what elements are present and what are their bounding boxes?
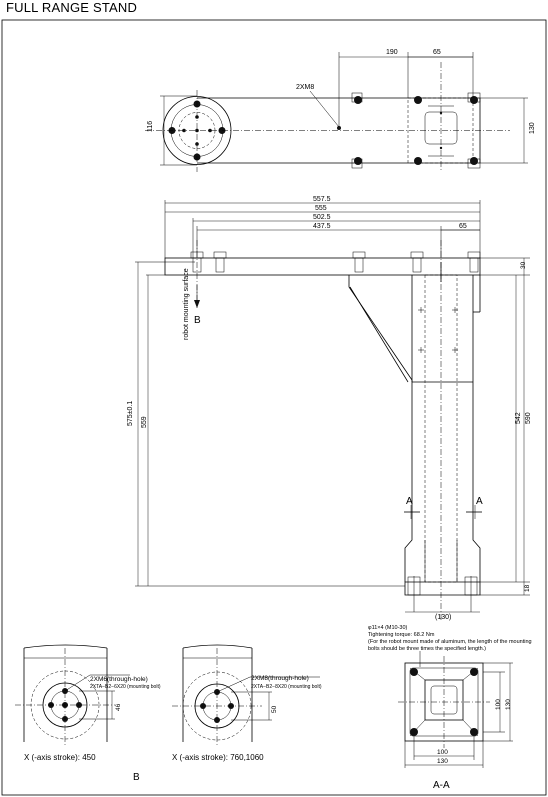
aa-note-2: Tightening torque: 68.2 Nm (368, 632, 435, 638)
label-aa: A-A (433, 780, 450, 791)
front-view: 557.5 555 502.5 437.5 65 (127, 196, 532, 621)
b2-bolt-label: 2XTA−B2−8X20 (mounting bolt) (251, 684, 322, 690)
dim-557-5: 557.5 (313, 196, 331, 203)
section-aa: φ11×4 (M10-30) Tightening torque: 68.2 N… (368, 625, 532, 791)
dim-18: 18 (524, 584, 531, 592)
aa-note-1: φ11×4 (M10-30) (368, 625, 408, 631)
drawing-frame (1, 19, 547, 796)
label-a-left: A (406, 496, 413, 507)
dim-190: 190 (386, 49, 398, 56)
dim-590: 590 (525, 412, 532, 424)
view-b-760: 2XM8(through-hole) 2XTA−B2−8X20 (mountin… (172, 644, 322, 762)
dim-30: 30 (520, 261, 527, 269)
dim-559: 559 (141, 416, 148, 428)
aa-note-3: (For the robot mount made of aluminum, t… (368, 639, 532, 645)
dim-575: 575±0.1 (127, 401, 134, 426)
dim-130-front: (130) (435, 614, 451, 621)
dim-130-top: 130 (529, 122, 536, 134)
dim-46: 46 (115, 703, 122, 711)
dim-555: 555 (315, 205, 327, 212)
dim-100-v: 100 (495, 699, 502, 710)
dim-130-h: 130 (437, 758, 448, 765)
aa-note-4: bolts should be three times the specifie… (368, 646, 486, 652)
b2-caption: X (-axis stroke): 760,1060 (172, 753, 264, 762)
b2-hole-label: 2XM8(through-hole) (251, 675, 309, 682)
b1-bolt-label: 2XTA−B2−6X20 (mounting bolt) (90, 684, 161, 690)
hole-label-2xm8: 2XM8 (296, 84, 314, 91)
b1-caption: X (-axis stroke): 450 (24, 753, 96, 762)
dim-100-h: 100 (437, 749, 448, 756)
label-a-right: A (476, 496, 483, 507)
dim-502-5: 502.5 (313, 214, 331, 221)
dim-65-top: 65 (433, 49, 441, 56)
dim-130-v: 130 (505, 699, 512, 710)
label-b-arrow: B (194, 315, 201, 326)
label-b-bottom: B (133, 772, 140, 783)
robot-mounting-surface: robot mounting surface (183, 268, 190, 340)
drawing-title: FULL RANGE STAND (6, 0, 138, 15)
top-view: 190 65 2XM8 116 130 (145, 49, 536, 172)
b1-hole-label: 2XM6(through-hole) (90, 676, 148, 683)
dim-437-5: 437.5 (313, 223, 331, 230)
dim-542: 542 (515, 412, 522, 424)
dim-50: 50 (271, 705, 278, 713)
view-b-450: 2XM6(through-hole) 2XTA−B2−6X20 (mountin… (15, 644, 161, 762)
dim-65-front: 65 (459, 223, 467, 230)
dim-116: 116 (147, 121, 154, 132)
